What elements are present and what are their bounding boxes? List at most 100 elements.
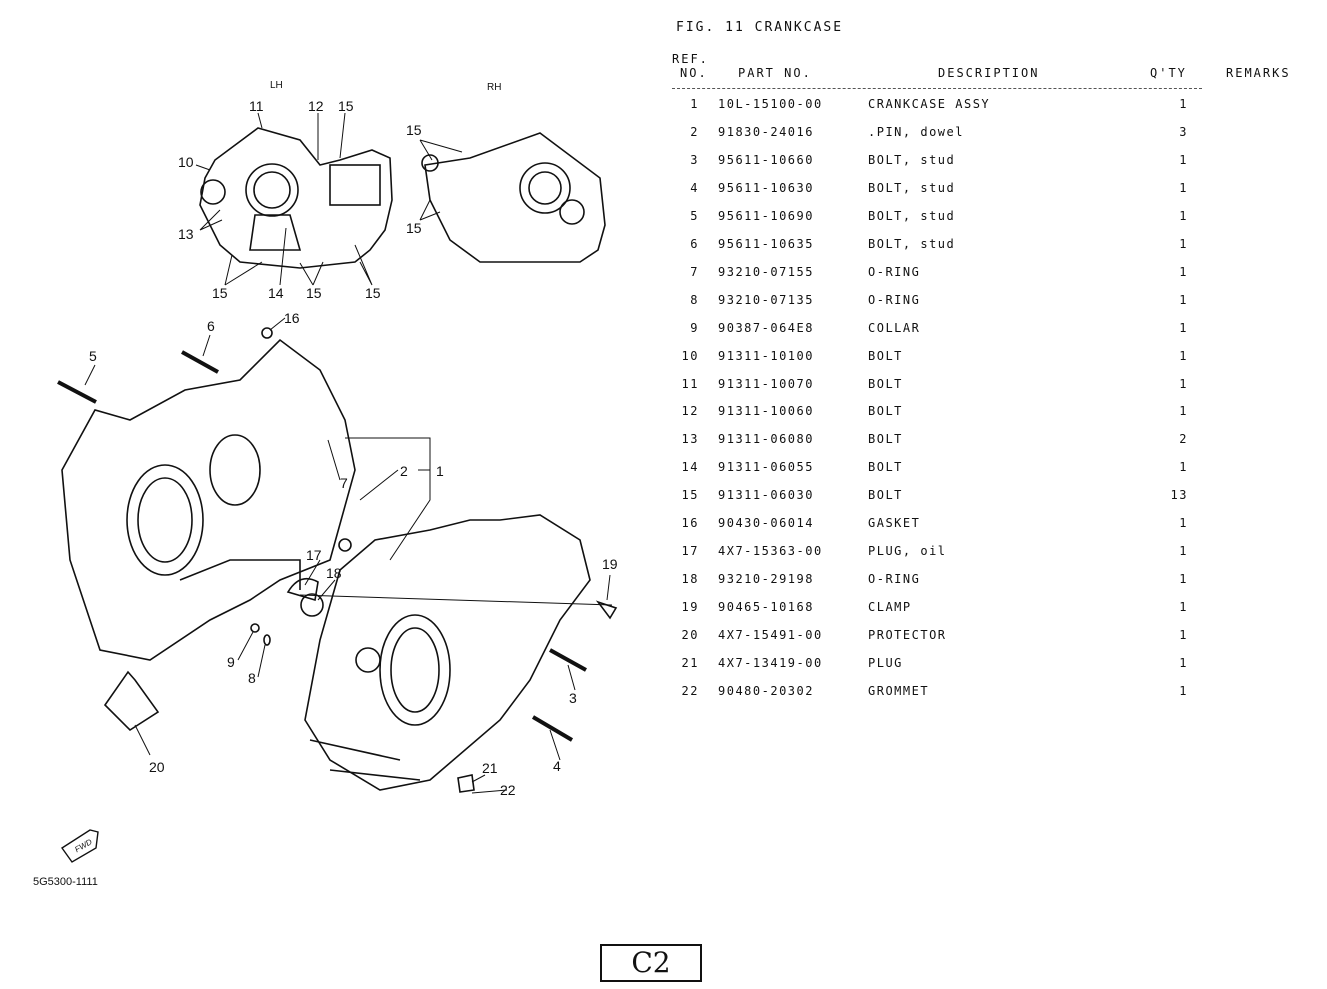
gasket-16 [261, 327, 273, 339]
table-cell-qty: 1 [1179, 572, 1188, 587]
header-qty: Q'TY [1150, 66, 1187, 80]
header-divider [672, 88, 1202, 89]
table-cell-qty: 1 [1179, 376, 1188, 391]
table-cell-part-no: 91311-06080 [718, 432, 814, 447]
header-remarks: REMARKS [1226, 66, 1291, 80]
callout-labels: LH RH 11 12 15 10 13 15 14 15 15 15 15 6… [89, 80, 618, 798]
header-description: DESCRIPTION [938, 66, 1040, 80]
table-cell-description: BOLT, stud [868, 236, 956, 251]
rh-label: RH [487, 82, 501, 93]
crankcase-exploded-diagram: LH RH 11 12 15 10 13 15 14 15 15 15 15 6… [57, 80, 618, 863]
table-cell-description: COLLAR [868, 320, 921, 335]
callout: 10 [178, 154, 194, 170]
table-cell-qty: 1 [1179, 236, 1188, 251]
table-cell-qty: 1 [1179, 320, 1188, 335]
table-cell-ref: 11 [681, 376, 699, 391]
table-cell-description: O-RING [868, 572, 921, 587]
callout: 15 [212, 285, 228, 301]
dowel-pin-2 [338, 538, 352, 552]
header-ref: NO. [680, 66, 708, 80]
table-cell-description: BOLT, stud [868, 180, 956, 195]
table-cell-description: O-RING [868, 292, 921, 307]
table-cell-qty: 1 [1179, 544, 1188, 559]
callout: 21 [482, 760, 498, 776]
table-cell-description: BOLT [868, 376, 903, 391]
table-cell-qty: 1 [1179, 348, 1188, 363]
table-cell-ref: 10 [681, 348, 699, 363]
table-cell-qty: 1 [1179, 292, 1188, 307]
callout: 15 [406, 122, 422, 138]
callout: 6 [207, 318, 215, 334]
protector-20 [103, 670, 160, 732]
small-parts [57, 327, 618, 793]
header-ref-top: REF. [672, 52, 709, 66]
stud-bolt-6 [181, 350, 219, 374]
collar-9 [250, 623, 260, 633]
table-cell-description: PLUG [868, 656, 903, 670]
table-cell-qty: 1 [1179, 460, 1188, 475]
table-cell-qty: 13 [1170, 488, 1188, 503]
table-cell-ref: 3 [690, 152, 699, 167]
table-cell-qty: 1 [1179, 264, 1188, 279]
table-cell-qty: 1 [1179, 683, 1188, 698]
table-cell-ref: 7 [690, 264, 699, 279]
table-cell-part-no: 95611-10690 [718, 208, 814, 223]
table-cell-description: BOLT [868, 404, 903, 419]
table-cell-part-no: 95611-10630 [718, 180, 814, 195]
table-cell-description: BOLT [868, 348, 903, 363]
table-cell-ref: 16 [681, 516, 699, 531]
callout: 4 [553, 758, 561, 774]
table-cell-ref: 20 [681, 628, 699, 643]
table-cell-ref: 17 [681, 544, 699, 559]
table-cell-ref: 13 [681, 432, 699, 447]
page-marker: C2 [600, 944, 702, 982]
callout: 17 [306, 547, 322, 563]
callout: 18 [326, 565, 342, 581]
table-cell-qty: 1 [1179, 208, 1188, 223]
table-cell-ref: 14 [681, 460, 699, 475]
table-cell-ref: 6 [690, 236, 699, 251]
table-cell-ref: 2 [690, 124, 699, 139]
callout: 15 [406, 220, 422, 236]
o-ring-18 [300, 593, 324, 617]
table-cell-qty: 1 [1179, 516, 1188, 531]
table-cell-ref: 1 [690, 97, 699, 111]
table-cell-part-no: 90387-064E8 [718, 320, 814, 335]
page-marker-label: C2 [631, 946, 671, 979]
table-cell-description: GROMMET [868, 683, 930, 698]
table-cell-part-no: 4X7-15363-00 [718, 544, 823, 559]
callout: 20 [149, 759, 165, 775]
right-crankcase-half [304, 514, 591, 791]
table-cell-ref: 8 [690, 292, 699, 307]
table-cell-description: BOLT, stud [868, 152, 956, 167]
plug-21 [457, 774, 475, 793]
callout: 15 [338, 98, 354, 114]
table-cell-qty: 2 [1179, 432, 1188, 447]
callout: 8 [248, 670, 256, 686]
table-cell-qty: 1 [1179, 628, 1188, 643]
table-cell-ref: 21 [681, 656, 699, 670]
drawing-code: 5G5300-1111 [33, 876, 98, 888]
table-cell-part-no: 4X7-13419-00 [718, 656, 823, 670]
callout: 15 [365, 285, 381, 301]
table-cell-part-no: 91311-10060 [718, 404, 814, 419]
oil-plug-17 [286, 577, 319, 602]
table-cell-part-no: 95611-10660 [718, 152, 814, 167]
forward-arrow-icon: FWD [61, 829, 99, 863]
table-cell-qty: 1 [1179, 152, 1188, 167]
callout: 19 [602, 556, 618, 572]
callout: 16 [284, 310, 300, 326]
table-cell-ref: 19 [681, 600, 699, 615]
table-cell-ref: 4 [690, 180, 699, 195]
lh-case-view [199, 127, 393, 269]
table-cell-part-no: 93210-07135 [718, 292, 814, 307]
table-cell-ref: 12 [681, 404, 699, 419]
table-cell-qty: 1 [1179, 180, 1188, 195]
callout: 1 [436, 463, 444, 479]
table-cell-description: CLAMP [868, 600, 912, 615]
table-cell-part-no: 90430-06014 [718, 516, 814, 531]
callout: 7 [340, 475, 348, 491]
table-cell-part-no: 10L-15100-00 [718, 97, 823, 111]
table-cell-description: BOLT, stud [868, 208, 956, 223]
header-part-no: PART NO. [738, 66, 812, 80]
